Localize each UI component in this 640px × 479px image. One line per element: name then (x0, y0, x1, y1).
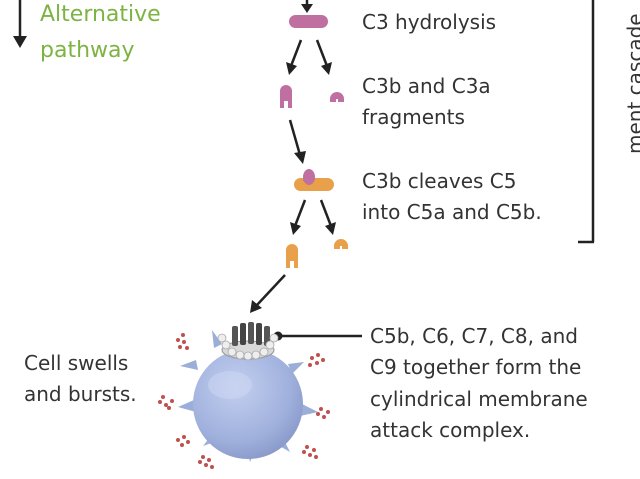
c3b-c5-complex-icon (294, 169, 334, 191)
leaking-particles (158, 333, 330, 469)
top-arrow (301, 0, 313, 13)
split-arrows-c5 (290, 199, 336, 235)
step-hydrolysis-label: C3 hydrolysis (362, 10, 497, 34)
mac-complex-icon (217, 322, 279, 361)
step-fragments-label-line1: C3b and C3a (362, 74, 491, 98)
cascade-bracket (578, 0, 595, 244)
c5b-fragment-icon (286, 244, 298, 268)
c5a-fragment-icon (334, 239, 348, 249)
mac-leader-line (273, 331, 362, 341)
split-arrows-c3 (286, 39, 332, 75)
cell-icon (178, 322, 318, 462)
c3a-fragment-icon (330, 92, 344, 102)
step-cleaves-label-line2: into C5a and C5b. (362, 200, 542, 224)
pathway-label-line1: Alternative (40, 2, 161, 27)
pathway-label-line2: pathway (40, 38, 135, 63)
arrow-to-cell (250, 274, 286, 313)
arrow-to-c5 (288, 119, 306, 164)
mac-label-line1: C5b, C6, C7, C8, and (370, 324, 578, 348)
cell-label-line1: Cell swells (24, 351, 129, 375)
mac-label-line3: cylindrical membrane (370, 387, 588, 411)
c3b-fragment-icon (280, 85, 292, 108)
c3-molecule-icon (289, 15, 328, 28)
pathway-arrow (13, 0, 27, 48)
mac-label-line2: C9 together form the (370, 355, 582, 379)
step-fragments-label-line2: fragments (362, 105, 465, 129)
cell-label-line2: and bursts. (24, 382, 137, 406)
step-cleaves-label-line1: C3b cleaves C5 (362, 169, 517, 193)
mac-label-line4: attack complex. (370, 418, 531, 442)
